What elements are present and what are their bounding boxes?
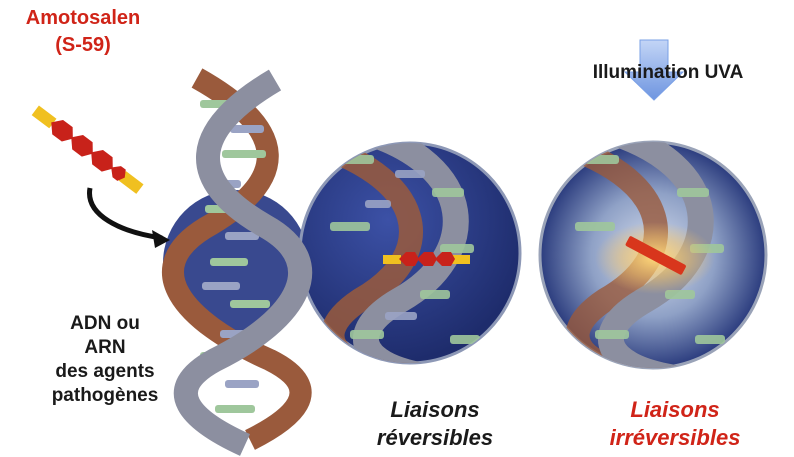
reversible-line: Liaisons [360,396,510,424]
amotosalen-molecule-icon [30,103,145,196]
pathogen-label: ADN ou ARN des agents pathogènes [20,312,190,408]
insertion-arrow-icon [90,188,170,248]
reversible-line: réversibles [360,424,510,452]
irreversible-label: Liaisons irréversibles [580,396,770,452]
pathogen-line: ARN [20,336,190,360]
compound-code: (S-59) [8,33,158,57]
reversible-label: Liaisons réversibles [360,396,510,452]
compound-name: Amotosalen [8,6,158,30]
reversible-sphere [300,130,520,380]
irreversible-sphere [540,130,766,382]
illumination-label: Illumination UVA [556,62,780,84]
irreversible-line: irréversibles [580,424,770,452]
irreversible-line: Liaisons [580,396,770,424]
pathogen-line: pathogènes [20,384,190,408]
pathogen-line: des agents [20,360,190,384]
pathogen-line: ADN ou [20,312,190,336]
